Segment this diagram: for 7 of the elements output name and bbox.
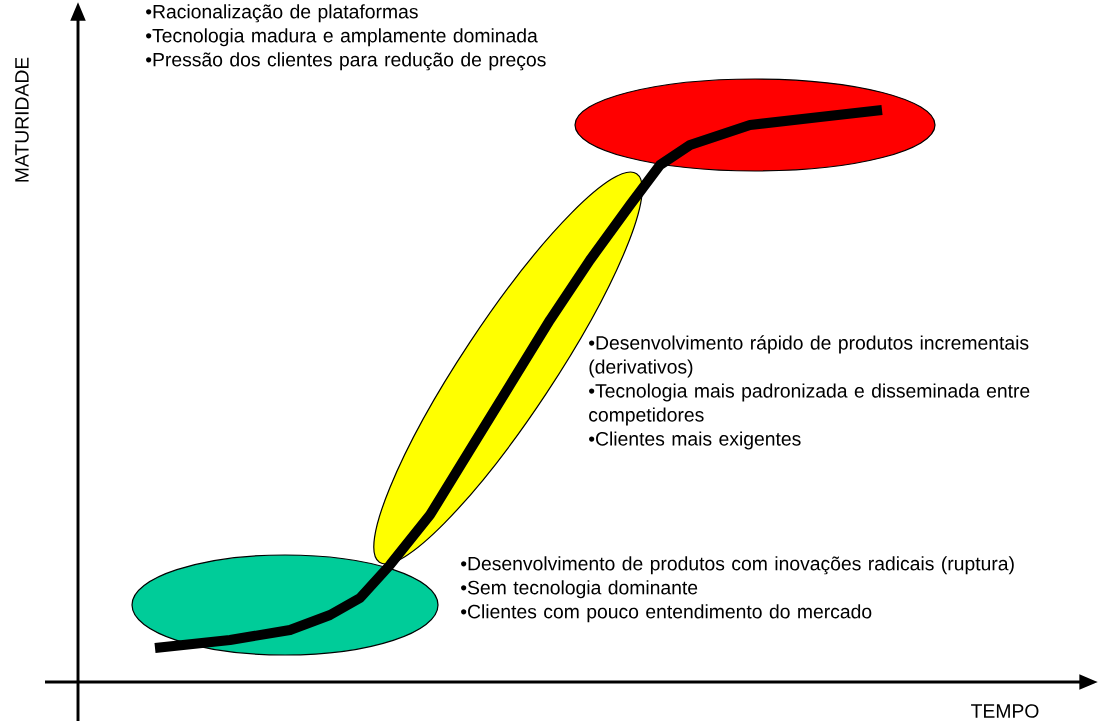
x-axis-label: TEMPO (971, 704, 1039, 718)
ellipse (131, 554, 439, 656)
bullet-list: •Desenvolvimento rápido de produtos incrementais (derivativos) •Tecnologia mais padronizada e disseminada entre competidores •Clientes mais exigentes (589, 335, 1030, 450)
ellipse (574, 78, 936, 172)
bullet-list: •Desenvolvimento de produtos com inovações radicais (ruptura) •Sem tecnologia dominante •Clientes com pouco entendimento do mercado (461, 556, 1014, 623)
bullet-list: •Racionalização de plataformas •Tecnologia madura e amplamente dominada •Pressão dos clientes para redução de preços (146, 4, 546, 71)
y-axis-label: MATURIDADE (15, 57, 29, 182)
